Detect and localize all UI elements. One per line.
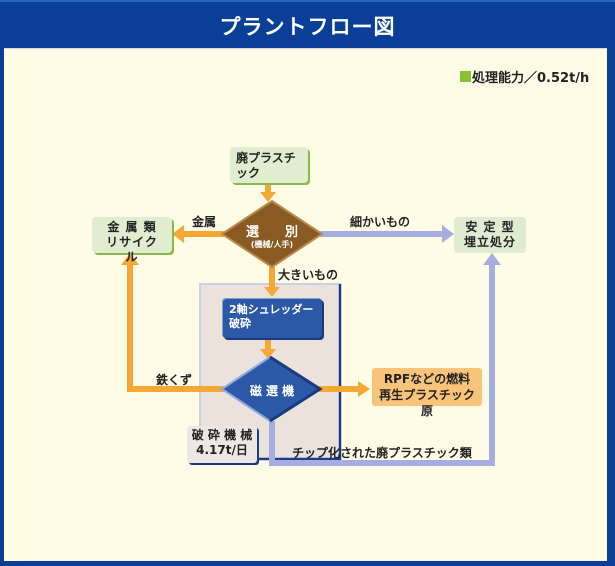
legend-square-icon — [460, 71, 471, 82]
capacity-text: 処理能力／0.52t/h — [472, 71, 590, 86]
sorting-diamond — [220, 199, 324, 269]
node-rpf-line1: RPFなどの燃料 — [383, 372, 471, 386]
node-metal-line2: リサイクル — [106, 235, 158, 264]
edge-iron — [127, 263, 224, 392]
page-title: プラントフロー図 — [219, 15, 396, 39]
edge-label-fine: 細かいもの — [350, 215, 411, 229]
edge-label-large: 大きいもの — [278, 268, 339, 282]
edge-label-chips: チップ化された廃プラスチック類 — [292, 446, 472, 460]
arrow-head — [260, 192, 276, 202]
node-waste-plastic: 廃プラスチック — [230, 147, 308, 183]
edge-label-metal: 金属 — [192, 215, 217, 229]
magnetic-diamond-shadow — [269, 355, 323, 423]
node-crusher-line1: 破 砕 機 械 — [191, 428, 253, 442]
sorting-sublabel: (機械/人手) — [250, 240, 294, 249]
edge-chips — [269, 263, 495, 466]
header-bar: プラントフロー図 — [0, 0, 615, 48]
magnetic-label: 磁 選 機 — [249, 384, 295, 398]
node-shredder: 2軸シュレッダー破砕 — [222, 298, 322, 338]
node-rpf-line2: 再生プラスチック原 — [379, 388, 475, 418]
arrow-head — [483, 253, 501, 265]
node-landfill-line2: 埋立処分 — [463, 235, 516, 249]
node-rpf-fuel: RPFなどの燃料 再生プラスチック原 — [372, 368, 482, 418]
arrow-head — [172, 225, 184, 243]
node-metal-line1: 金 属 類 — [107, 220, 157, 234]
node-crusher-line2: 4.17t/日 — [196, 443, 248, 457]
sorting-label: 選 別 — [245, 225, 298, 240]
diagram-canvas: 処理能力／0.52t/h 廃プラスチック 選 別 (機械/人手) 金 属 類 リ… — [4, 48, 607, 561]
node-landfill: 安 定 型 埋立処分 — [454, 217, 526, 253]
capacity-legend: 処理能力／0.52t/h — [460, 67, 589, 86]
arrow-head — [358, 381, 370, 397]
node-landfill-line1: 安 定 型 — [465, 220, 515, 234]
edge-label-iron: 鉄くず — [156, 373, 193, 387]
node-waste-plastic-label: 廃プラスチック — [236, 151, 296, 180]
arrow-head — [264, 287, 280, 297]
node-metal-recycle: 金 属 類 リサイクル — [92, 217, 172, 264]
node-crusher-capacity: 破 砕 機 械 4.17t/日 — [187, 426, 257, 463]
arrow-head — [260, 349, 276, 359]
node-shredder-label: 2軸シュレッダー破砕 — [229, 303, 314, 330]
arrow-head — [442, 225, 454, 243]
arrow-head — [121, 253, 139, 265]
